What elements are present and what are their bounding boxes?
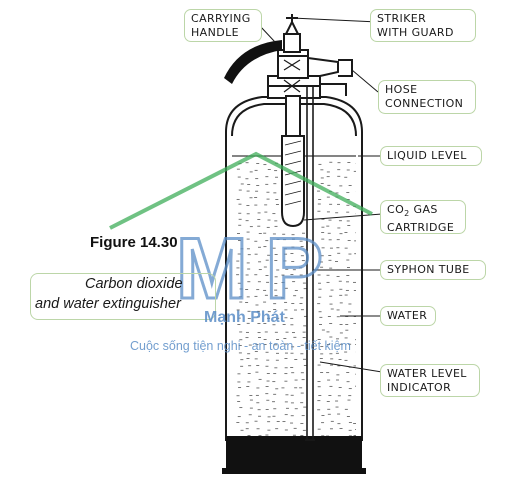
label-text: WITH GUARD — [377, 26, 454, 39]
syphon-tube — [305, 86, 315, 441]
label-text: WATER — [387, 309, 428, 322]
caption-line-2: and water extinguisher — [35, 296, 181, 312]
label-syphon-tube: SYPHON TUBE — [380, 260, 486, 280]
leader-lines — [259, 17, 383, 373]
cylinder-base — [226, 436, 362, 468]
label-co2-gas-cartridge: CO2 GAS CARTRIDGE — [380, 200, 466, 234]
label-text: WATER LEVEL — [387, 367, 467, 380]
label-striker-with-guard: STRIKER WITH GUARD — [370, 9, 476, 42]
label-carrying-handle: CARRYING HANDLE — [184, 9, 262, 42]
label-text: SYPHON TUBE — [387, 263, 470, 276]
label-text: CO2 GAS — [387, 203, 459, 221]
label-text: HOSE — [385, 83, 418, 96]
label-text: CONNECTION — [385, 97, 464, 110]
label-hose-connection: HOSE CONNECTION — [378, 80, 476, 114]
figure-title: Figure 14.30 — [90, 234, 178, 251]
figure-caption: Carbon dioxide and water extinguisher — [30, 273, 216, 320]
label-text: HANDLE — [191, 26, 239, 39]
label-water-level-indicator: WATER LEVEL INDICATOR — [380, 364, 480, 397]
label-liquid-level: LIQUID LEVEL — [380, 146, 482, 166]
label-water: WATER — [380, 306, 436, 326]
label-text: STRIKER — [377, 12, 427, 25]
label-text: LIQUID LEVEL — [387, 149, 467, 162]
head-assembly — [267, 14, 353, 99]
label-text: CARTRIDGE — [387, 221, 455, 235]
label-text: CARRYING — [191, 12, 251, 25]
watermark-tagline: Cuộc sống tiện nghi - an toàn - tiết kiệ… — [130, 339, 351, 353]
watermark-mp-text: MP — [176, 221, 341, 317]
co2-symbol: CO — [387, 203, 405, 216]
co2-cartridge — [281, 95, 305, 228]
watermark-brand: Mạnh Phát — [204, 309, 285, 326]
carrying-handle — [224, 40, 282, 84]
co2-gas-word: GAS — [409, 203, 438, 216]
watermark-logo: MP — [109, 151, 373, 319]
caption-line-1: Carbon dioxide — [85, 276, 183, 292]
co2-subscript: 2 — [404, 209, 410, 219]
label-text: INDICATOR — [387, 381, 452, 394]
